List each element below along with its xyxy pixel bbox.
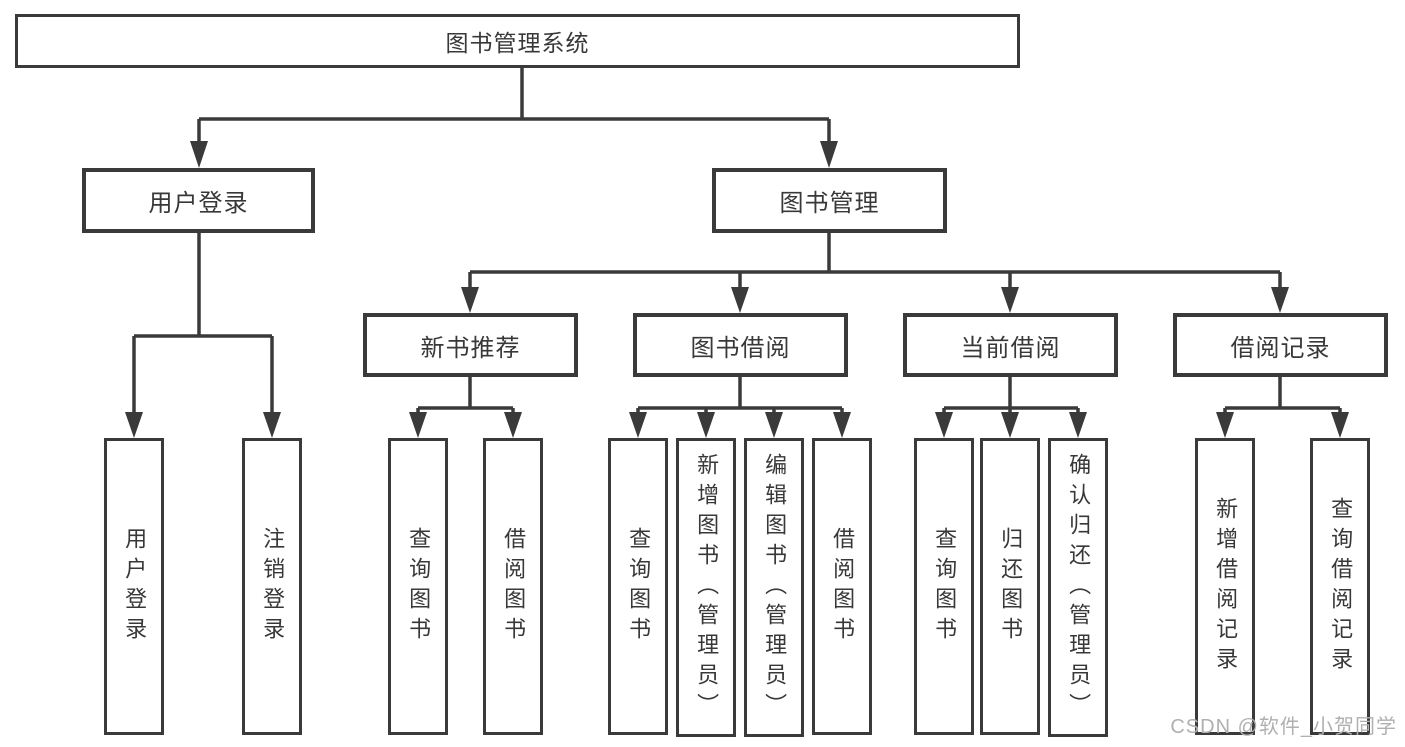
node-borrow-records: 借阅记录 (1173, 313, 1388, 377)
leaf-bb-query: 查询图书 (608, 438, 668, 735)
leaf-cb-confirm-label: 确认归还（管理员） (1066, 452, 1092, 723)
leaf-nbr-borrow: 借阅图书 (483, 438, 543, 735)
node-book-mgmt: 图书管理 (712, 168, 947, 233)
node-root: 图书管理系统 (15, 14, 1020, 68)
leaf-cb-query-label: 查询图书 (932, 526, 958, 647)
node-book-borrow-label: 图书借阅 (690, 334, 791, 362)
leaf-nbr-query-label: 查询图书 (406, 526, 432, 647)
node-book-mgmt-label: 图书管理 (779, 190, 880, 217)
leaf-br-add: 新增借阅记录 (1195, 438, 1255, 735)
node-user-login-label: 用户登录 (148, 190, 249, 217)
leaf-logout-label: 注销登录 (260, 526, 286, 647)
leaf-bb-edit-label: 编辑图书（管理员） (762, 452, 788, 723)
node-book-borrow: 图书借阅 (633, 313, 848, 377)
leaf-cb-return: 归还图书 (980, 438, 1040, 735)
leaf-bb-query-label: 查询图书 (626, 526, 652, 647)
leaf-cb-query: 查询图书 (914, 438, 974, 735)
leaf-br-add-label: 新增借阅记录 (1213, 496, 1239, 677)
leaf-br-query-label: 查询借阅记录 (1328, 496, 1354, 677)
leaf-user-login: 用户登录 (104, 438, 164, 735)
node-current-borrow: 当前借阅 (903, 313, 1118, 377)
leaf-br-query: 查询借阅记录 (1310, 438, 1370, 735)
node-new-book-rec-label: 新书推荐 (420, 334, 521, 362)
leaf-bb-edit: 编辑图书（管理员） (744, 438, 804, 737)
leaf-nbr-query: 查询图书 (388, 438, 448, 735)
leaf-bb-add: 新增图书（管理员） (676, 438, 736, 737)
leaf-bb-add-label: 新增图书（管理员） (694, 452, 720, 723)
leaf-cb-return-label: 归还图书 (998, 526, 1024, 647)
leaf-nbr-borrow-label: 借阅图书 (501, 526, 527, 647)
node-new-book-rec: 新书推荐 (363, 313, 578, 377)
leaf-cb-confirm: 确认归还（管理员） (1048, 438, 1108, 737)
watermark: CSDN @软件_小贺同学 (1170, 716, 1397, 738)
node-root-label: 图书管理系统 (445, 30, 590, 56)
leaf-logout: 注销登录 (242, 438, 302, 735)
leaf-bb-borrow-label: 借阅图书 (830, 526, 856, 647)
leaf-user-login-label: 用户登录 (122, 526, 148, 647)
node-borrow-records-label: 借阅记录 (1230, 334, 1331, 362)
leaf-bb-borrow: 借阅图书 (812, 438, 872, 735)
node-current-borrow-label: 当前借阅 (960, 334, 1061, 362)
node-user-login: 用户登录 (82, 168, 315, 233)
